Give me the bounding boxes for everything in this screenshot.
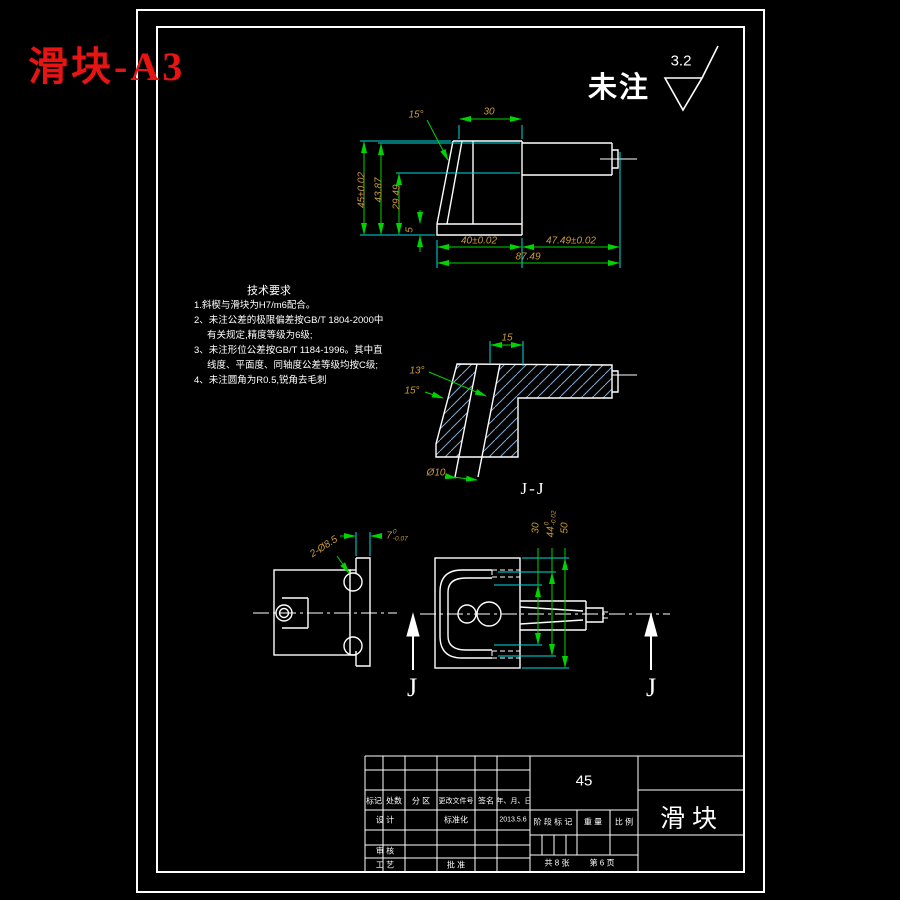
front-view-hidden-lines	[491, 569, 520, 659]
tb-sheet-total: 共 8 张	[544, 858, 570, 868]
dim-7-value: 7	[386, 530, 392, 542]
side-view-outline	[436, 140, 637, 236]
side-view-dimension-lines	[361, 116, 620, 266]
tech-line: 线度、平面度、同轴度公差等级均按C级;	[207, 360, 379, 371]
dim-angle-15b: 15°	[404, 385, 420, 397]
drawing-frame	[136, 9, 765, 893]
front-view-extension-lines	[494, 557, 569, 669]
tb-stage-mark: 阶 段 标 记	[533, 817, 573, 827]
roughness-prefix: 未注	[588, 72, 651, 104]
left-view-dimensions	[336, 532, 382, 574]
tb-sheet-page: 第 6 页	[589, 858, 615, 868]
tb-design-date: 2013.5.6	[499, 816, 527, 824]
dim-angle-13: 13°	[409, 365, 425, 377]
tb-review: 审 核	[375, 846, 395, 856]
dim-50: 50	[559, 522, 571, 534]
front-view-outline	[434, 557, 608, 669]
tb-header-count: 处数	[386, 796, 402, 806]
dim-29-49: 29.49	[391, 184, 403, 210]
tech-line: 2、未注公差的极限偏差按GB/T 1804-2000中	[194, 315, 384, 326]
technical-requirements: 技术要求 1.斜楔与滑块为H7/m6配合。 2、未注公差的极限偏差按GB/T 1…	[194, 282, 384, 388]
title-block-grid	[364, 755, 744, 872]
dim-87-49: 87.49	[515, 251, 541, 263]
tol-lower: -0.02	[550, 510, 557, 526]
cut-label-left: J	[406, 673, 418, 702]
dim-5: 5	[404, 227, 416, 233]
tech-line: 3、未注形位公差按GB/T 1184-1996。其中直	[194, 345, 383, 356]
dim-44-value: 44	[545, 526, 557, 538]
drawing-title: 滑块-A3	[28, 44, 186, 89]
front-view-dimension-lines	[535, 548, 568, 668]
part-name: 滑块	[659, 805, 725, 833]
dim-angle-15: 15°	[408, 109, 424, 121]
tech-requirements-title: 技术要求	[247, 285, 291, 297]
tb-approve: 批 准	[446, 860, 466, 870]
dim-30-front: 30	[530, 522, 542, 534]
dim-30: 30	[483, 106, 495, 118]
dim-44-tolerance: 0-0.02	[544, 510, 558, 526]
dim-43-87: 43.87	[373, 177, 385, 203]
tb-header-change-no: 更改文件号	[438, 798, 474, 805]
tb-scale: 比 例	[614, 817, 634, 827]
tb-header-mark: 标记	[366, 796, 382, 806]
cut-label-right: J	[645, 673, 657, 702]
dim-dia-10: Ø10	[426, 467, 446, 479]
tb-design: 设 计	[375, 815, 395, 825]
dim-15: 15	[501, 332, 513, 344]
cutting-plane-arrows	[406, 612, 658, 670]
dim-7-tolerance: 0-0.07	[392, 528, 408, 543]
tech-line: 有关规定,精度等级为6级;	[207, 330, 313, 341]
tech-line: 4、未注圆角为R0.5,锐角去毛刺	[194, 375, 327, 386]
dim-47-49: 47.49±0.02	[546, 235, 596, 247]
tol-lower: -0.07	[392, 535, 408, 542]
tech-line: 1.斜楔与滑块为H7/m6配合。	[194, 300, 316, 311]
roughness-value: 3.2	[670, 52, 692, 70]
tb-standardization: 标准化	[444, 815, 468, 825]
roughness-symbol-icon	[663, 45, 719, 112]
tb-header-zone: 分 区	[411, 796, 431, 806]
tol-upper: 0	[392, 528, 397, 536]
tb-header-date: 年、月、日	[496, 798, 532, 805]
section-label: J-J	[520, 479, 546, 498]
dim-40: 40±0.02	[460, 235, 498, 247]
section-view	[424, 341, 637, 482]
material-label: 45	[575, 772, 593, 790]
tb-process: 工 艺	[375, 860, 395, 870]
tb-header-signature: 签名	[478, 796, 494, 806]
dim-45: 45±0.02	[356, 171, 368, 209]
left-view-outline	[273, 557, 371, 667]
tb-weight: 重 量	[583, 817, 603, 827]
